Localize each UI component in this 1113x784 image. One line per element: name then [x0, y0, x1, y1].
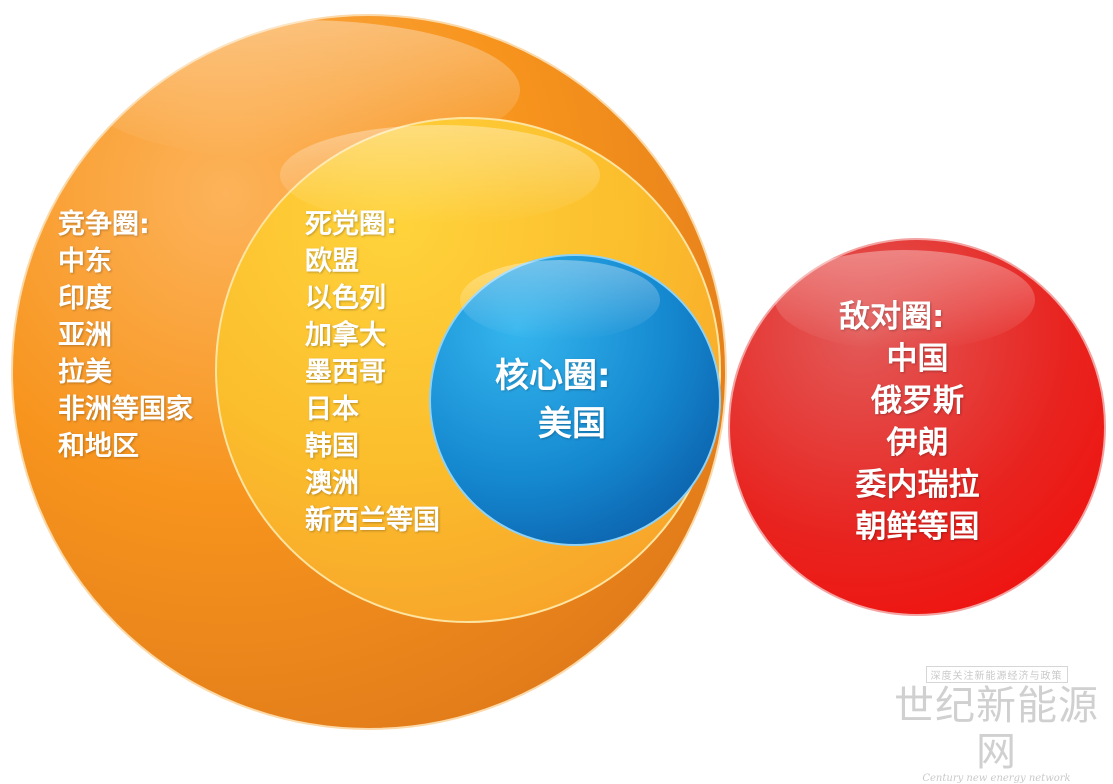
ally-item: 新西兰等国: [305, 505, 440, 536]
competition-label: 竞争圈: 中东 印度 亚洲 拉美 非洲等国家 和地区: [58, 206, 193, 465]
watermark-name: 世纪新能源网: [894, 683, 1099, 775]
watermark-tagline: 深度关注新能源经济与政策: [925, 666, 1068, 683]
ally-item: 墨西哥: [305, 357, 386, 388]
competition-item: 印度: [58, 283, 112, 314]
ally-title: 死党圈:: [305, 209, 397, 240]
ally-item: 韩国: [305, 431, 359, 462]
watermark-english: Century new energy network: [922, 773, 1071, 784]
core-circle-shine: [460, 260, 660, 340]
hostile-item: 委内瑞拉: [855, 467, 980, 503]
hostile-title: 敌对圈:: [839, 299, 945, 335]
hostile-item: 中国: [886, 341, 949, 377]
hostile-label: 敌对圈: 中国 俄罗斯 伊朗 委内瑞拉 朝鲜等国: [839, 296, 990, 548]
hostile-item: 伊朗: [886, 425, 949, 461]
competition-item: 亚洲: [58, 320, 112, 351]
ally-item: 加拿大: [305, 320, 386, 351]
hostile-circle-shine: [775, 250, 1035, 350]
ally-item: 以色列: [305, 283, 386, 314]
competition-item: 非洲等国家: [58, 394, 193, 425]
ally-circle-shine: [280, 125, 600, 225]
core-title: 核心圈:: [495, 356, 611, 396]
watermark: 深度关注新能源经济与政策 世纪新能源网 Century new energy n…: [884, 664, 1109, 784]
competition-title: 竞争圈:: [58, 209, 150, 240]
core-item: 美国: [538, 404, 606, 444]
ally-item: 日本: [305, 394, 359, 425]
ally-item: 澳洲: [305, 468, 359, 499]
competition-item: 和地区: [58, 431, 139, 462]
ally-label: 死党圈: 欧盟 以色列 加拿大 墨西哥 日本 韩国 澳洲 新西兰等国: [305, 206, 440, 539]
ally-item: 欧盟: [305, 246, 359, 277]
circle-diagram: [11, 14, 1106, 730]
hostile-item: 俄罗斯: [871, 383, 964, 419]
competition-item: 拉美: [58, 357, 112, 388]
competition-item: 中东: [58, 246, 112, 277]
hostile-item: 朝鲜等国: [855, 509, 980, 545]
